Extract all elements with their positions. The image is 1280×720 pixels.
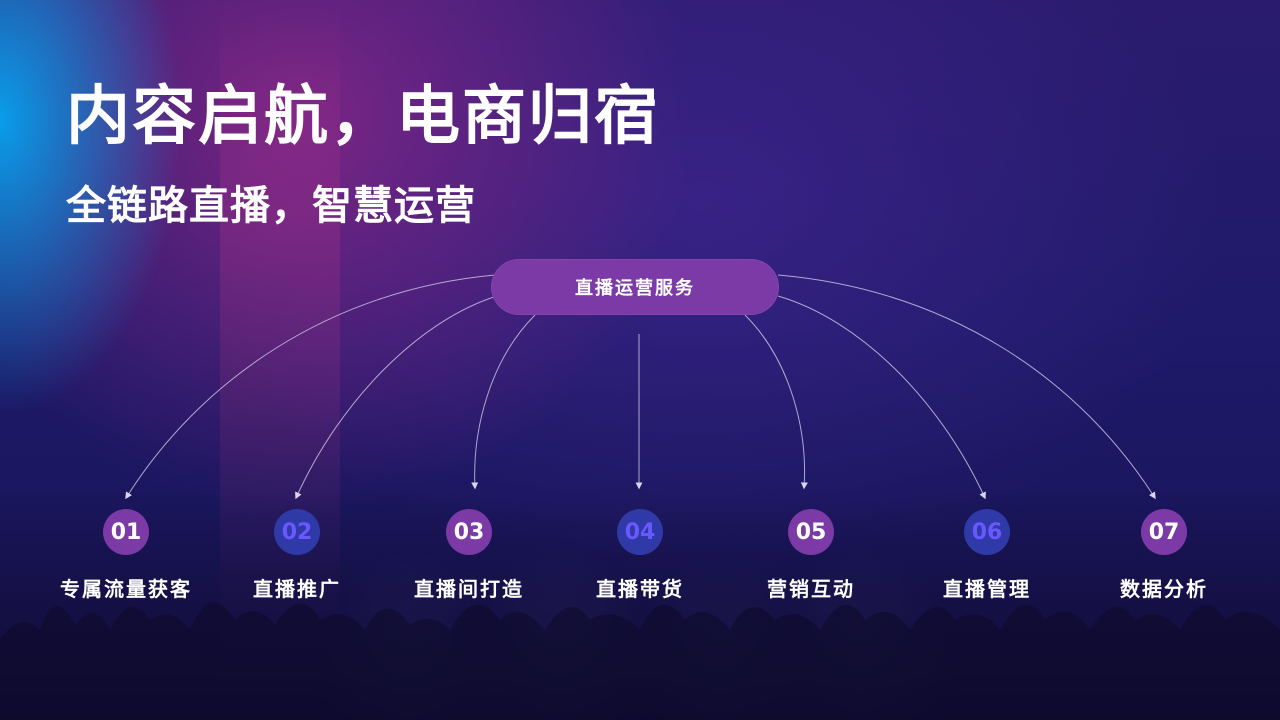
step-number-circle: 04	[617, 509, 663, 555]
step-number-circle: 01	[103, 509, 149, 555]
page-subtitle: 全链路直播，智慧运营	[66, 183, 476, 229]
step-05[interactable]: 05 营销互动	[731, 509, 891, 602]
step-label: 专属流量获客	[60, 577, 192, 601]
step-number-circle: 02	[274, 509, 320, 555]
step-label: 直播管理	[943, 577, 1031, 601]
arrow-02	[295, 295, 498, 500]
step-number-circle: 05	[788, 509, 834, 555]
arrow-06	[777, 295, 986, 500]
step-number-circle: 07	[1141, 509, 1187, 555]
arrow-03	[471, 314, 536, 490]
step-label: 直播推广	[253, 577, 341, 601]
step-label: 直播间打造	[414, 577, 524, 601]
step-03[interactable]: 03 直播间打造	[389, 509, 549, 602]
step-label: 营销互动	[767, 577, 855, 601]
step-04[interactable]: 04 直播带货	[560, 509, 720, 602]
arrow-01	[125, 274, 496, 500]
live-ops-service-label: 直播运营服务	[575, 278, 695, 299]
step-01[interactable]: 01 专属流量获客	[46, 509, 206, 602]
arrow-05	[744, 314, 808, 490]
step-07[interactable]: 07 数据分析	[1084, 509, 1244, 602]
step-label: 数据分析	[1120, 577, 1208, 601]
step-label: 直播带货	[596, 577, 684, 601]
step-number-circle: 06	[964, 509, 1010, 555]
step-number-circle: 03	[446, 509, 492, 555]
page-title: 内容启航，电商归宿	[66, 80, 660, 154]
step-02[interactable]: 02 直播推广	[217, 509, 377, 602]
arrow-07	[777, 274, 1156, 500]
live-ops-service-button[interactable]: 直播运营服务	[491, 259, 779, 315]
step-06[interactable]: 06 直播管理	[907, 509, 1067, 602]
